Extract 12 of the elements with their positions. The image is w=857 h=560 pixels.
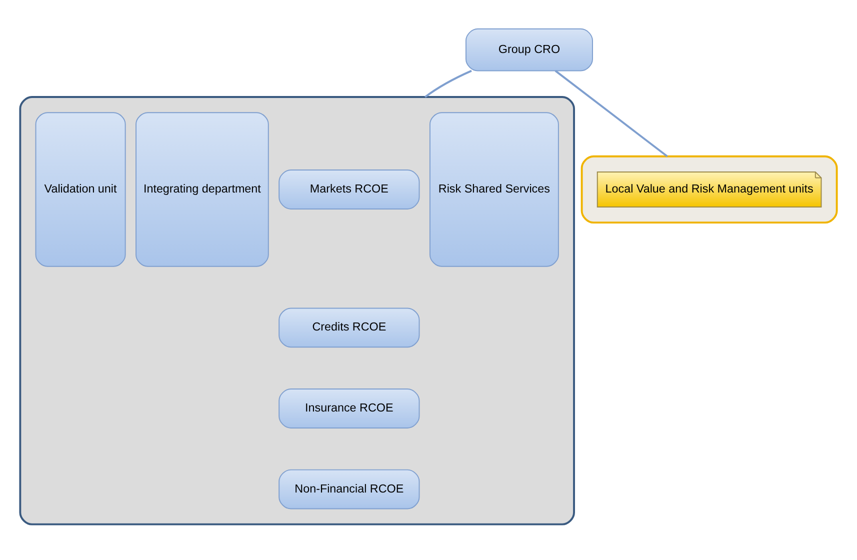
node-box: Risk Shared Services (429, 112, 559, 266)
connector (424, 69, 472, 98)
node-box: Insurance RCOE (278, 388, 420, 428)
node-box: Markets RCOE (278, 169, 420, 209)
node-box: Non-Financial RCOE (278, 468, 420, 509)
node-box: Validation unit (35, 112, 126, 266)
node-box: Group CRO (465, 28, 593, 71)
node-box: Integrating department (136, 112, 269, 266)
connector (554, 70, 668, 157)
cluster (19, 96, 575, 525)
cluster (580, 154, 838, 224)
node-box: Credits RCOE (278, 307, 420, 348)
